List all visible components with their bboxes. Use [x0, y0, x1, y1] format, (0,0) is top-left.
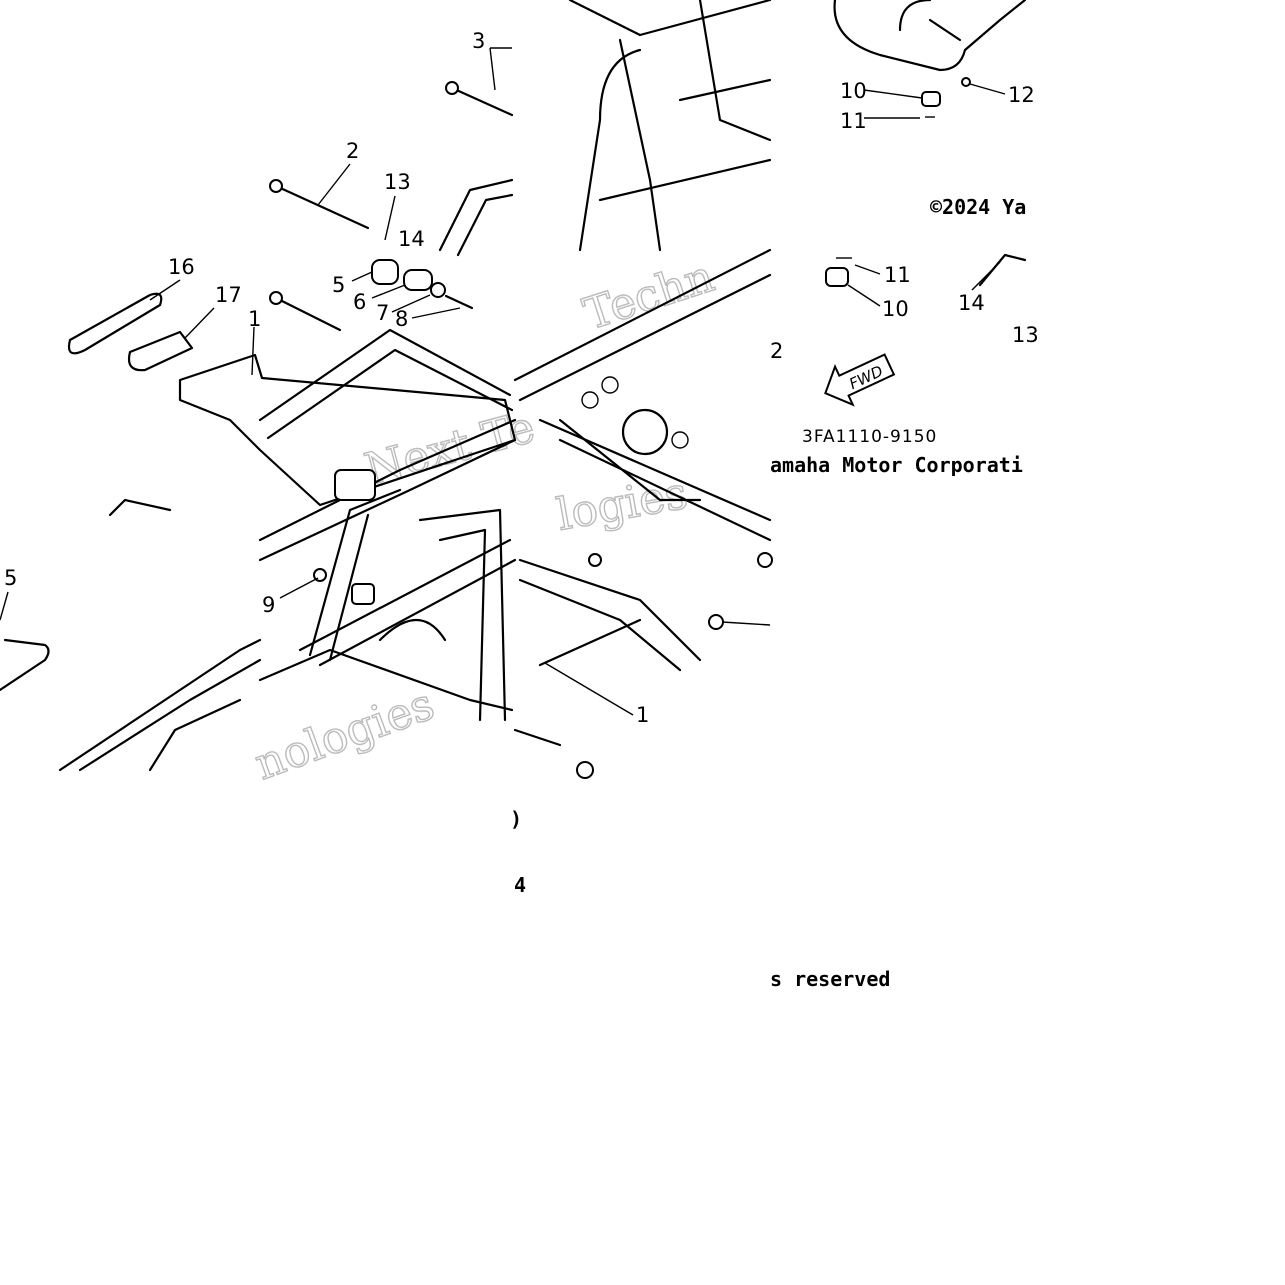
- forward-arrow-icon: FWD: [824, 353, 896, 407]
- callout-17: 17: [215, 283, 242, 307]
- callout-6: 6: [353, 290, 366, 314]
- watermark-text: nologies: [248, 679, 440, 791]
- leader-lines: [0, 47, 1006, 716]
- callout-12: 12: [1008, 83, 1035, 107]
- watermark-text: logies: [553, 468, 691, 541]
- callout-11: 11: [884, 263, 911, 287]
- callout-14: 14: [958, 291, 985, 315]
- callout-4: 4: [514, 873, 526, 897]
- callout-1: 1: [248, 307, 261, 331]
- callout-14: 14: [398, 227, 425, 251]
- copyright-fragment-top: ©2024 Ya: [930, 195, 1026, 219]
- callout-13: 13: [384, 170, 411, 194]
- callout-5: 5: [4, 566, 17, 590]
- callout-10: 10: [840, 79, 867, 103]
- callout-3: 3: [472, 29, 485, 53]
- stray-glyph: ): [510, 807, 522, 831]
- watermarks: Techn Next Te logies nologies: [248, 250, 721, 791]
- callout-10: 10: [882, 297, 909, 321]
- callout-5: 5: [332, 273, 345, 297]
- callout-2: 2: [770, 339, 783, 363]
- callout-1: 1: [636, 703, 649, 727]
- frame-drawing: [0, 0, 1027, 779]
- callout-13: 13: [1012, 323, 1039, 347]
- callout-11: 11: [840, 109, 867, 133]
- callout-8: 8: [395, 307, 408, 331]
- copyright-fragment-bottom: s reserved: [770, 967, 890, 991]
- callout-16: 16: [168, 255, 195, 279]
- callout-9: 9: [262, 593, 275, 617]
- callout-7: 7: [376, 301, 389, 325]
- callouts: 3 2 13 14 16 17 1 5 6 7 8 9 5 1 10 11 12…: [4, 29, 1039, 897]
- part-number: 3FA1110-9150: [802, 427, 937, 447]
- copyright-fragment-middle: amaha Motor Corporati: [770, 453, 1023, 477]
- callout-2: 2: [346, 139, 359, 163]
- watermark-text: Techn: [578, 251, 721, 341]
